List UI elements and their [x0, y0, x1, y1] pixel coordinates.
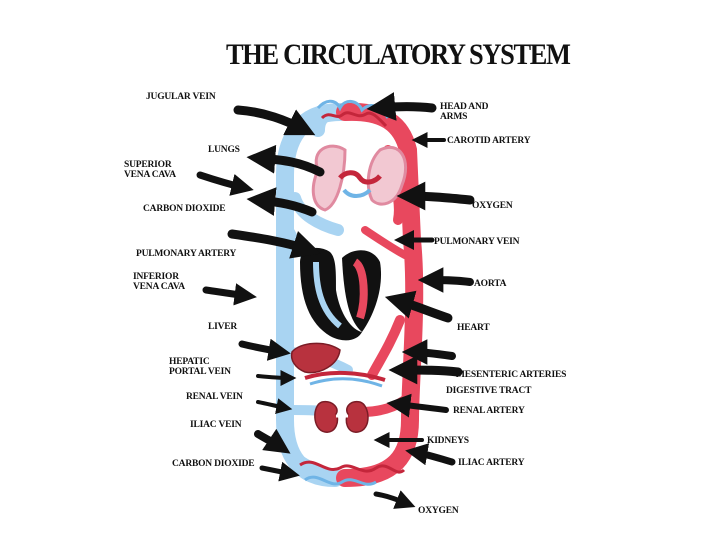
kidneys-organ — [314, 400, 369, 433]
label-carbon-dioxide-bottom: CARBON DIOXIDE — [172, 459, 255, 469]
label-heart: HEART — [457, 323, 490, 333]
lower-capillaries — [299, 460, 406, 486]
label-carbon-dioxide-top: CARBON DIOXIDE — [143, 204, 226, 214]
label-kidneys: KIDNEYS — [427, 436, 469, 446]
label-superior-vena-cava: SUPERIOR VENA CAVA — [124, 160, 176, 180]
label-iliac-vein: ILIAC VEIN — [190, 420, 242, 430]
label-mesenteric-arteries: MESENTERIC ARTERIES — [456, 370, 567, 380]
label-hepatic-portal-vein: HEPATIC PORTAL VEIN — [169, 357, 231, 377]
label-lungs: LUNGS — [208, 145, 240, 155]
label-carotid-artery: CAROTID ARTERY — [447, 136, 531, 146]
label-aorta: AORTA — [474, 279, 507, 289]
left-arrows — [196, 105, 325, 482]
liver-organ — [290, 342, 341, 374]
label-inferior-vena-cava: INFERIOR VENA CAVA — [133, 272, 185, 292]
label-iliac-artery: ILIAC ARTERY — [458, 458, 525, 468]
right-arrows — [366, 92, 475, 509]
lungs-organ — [311, 144, 408, 212]
label-oxygen-bottom: OXYGEN — [418, 506, 459, 516]
label-pulmonary-artery: PULMONARY ARTERY — [136, 249, 237, 259]
heart-organ — [300, 247, 382, 341]
label-renal-vein: RENAL VEIN — [186, 392, 243, 402]
digestive-tract-organ — [304, 370, 386, 388]
label-liver: LIVER — [208, 322, 238, 332]
label-pulmonary-vein: PULMONARY VEIN — [434, 237, 520, 247]
label-head-and-arms: HEAD AND ARMS — [440, 102, 489, 122]
label-jugular-vein: JUGULAR VEIN — [146, 92, 216, 102]
label-oxygen-top: OXYGEN — [472, 201, 513, 211]
label-digestive-tract: DIGESTIVE TRACT — [446, 386, 532, 396]
label-renal-artery: RENAL ARTERY — [453, 406, 525, 416]
